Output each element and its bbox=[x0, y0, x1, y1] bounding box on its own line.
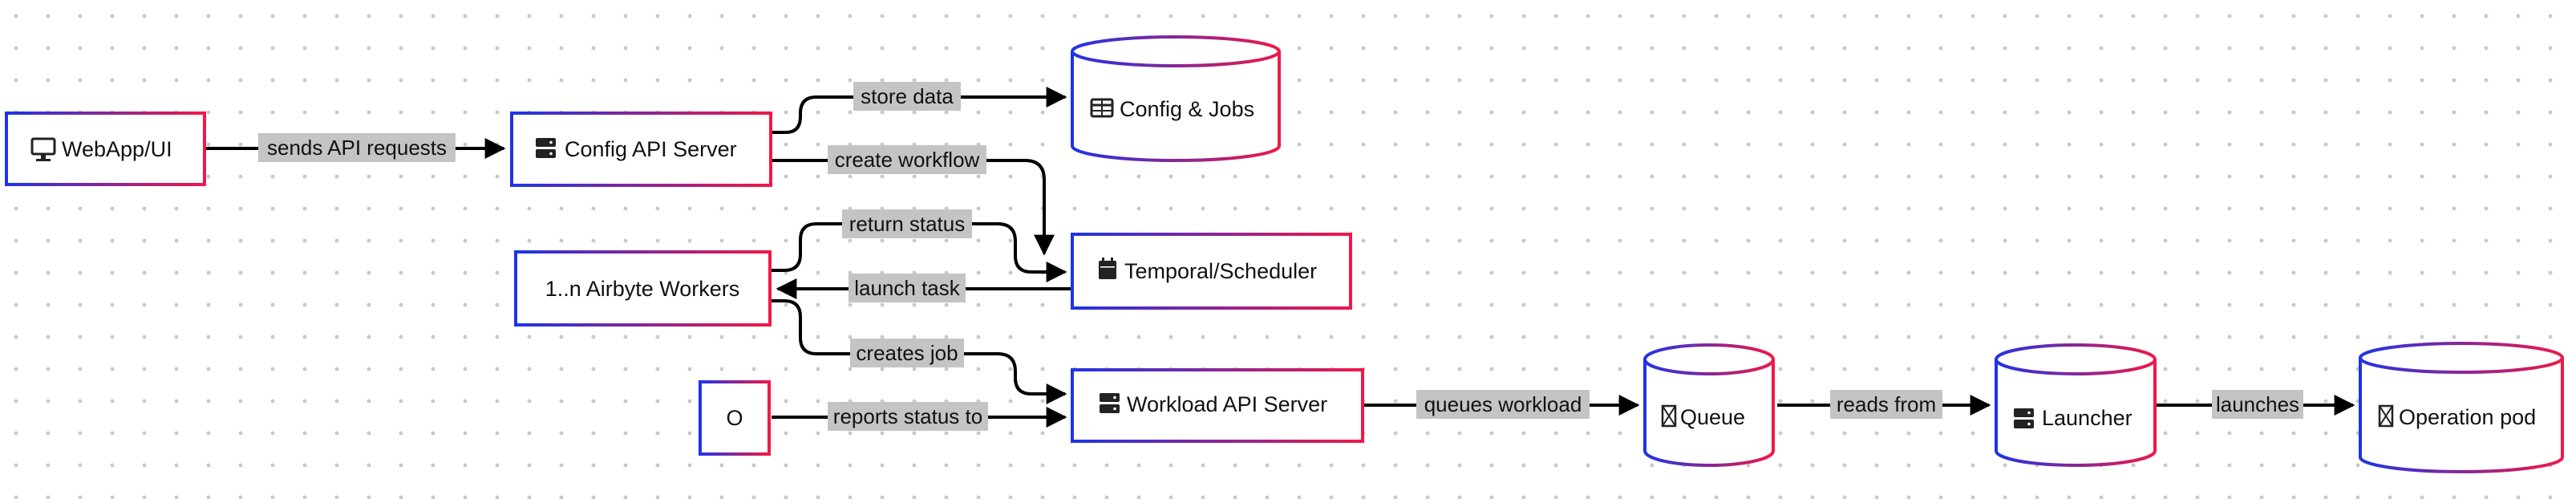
table-icon bbox=[1090, 98, 1114, 118]
edge-label: store data bbox=[861, 84, 954, 108]
edges: sends API requests store data create wor… bbox=[205, 82, 2355, 431]
node-launcher[interactable]: Launcher bbox=[1995, 343, 2157, 467]
node-label: Launcher bbox=[2042, 406, 2132, 430]
edge-label-background bbox=[828, 402, 988, 431]
missing-glyph-icon bbox=[2378, 404, 2394, 428]
node-label: O bbox=[726, 406, 743, 430]
edge-launches: launches bbox=[2156, 390, 2355, 419]
node-label: Config API Server bbox=[565, 137, 737, 161]
cylinder-body bbox=[1995, 359, 2157, 467]
nodes: WebApp/UI Config API Server Config bbox=[5, 35, 2564, 473]
edge-label: return status bbox=[849, 212, 966, 236]
edge-label-background bbox=[2212, 390, 2303, 419]
node-label: 1..n Airbyte Workers bbox=[545, 277, 740, 301]
node-box bbox=[5, 112, 206, 186]
edge-queues-workload: queues workload bbox=[1363, 390, 1640, 419]
node-label: Queue bbox=[1680, 405, 1745, 429]
cylinder-top bbox=[1643, 343, 1775, 375]
edge-line bbox=[772, 159, 1055, 256]
edge-sends-api-requests: sends API requests bbox=[205, 133, 506, 162]
edge-return-status: return status bbox=[772, 209, 1067, 282]
node-airbyte-workers[interactable]: 1..n Airbyte Workers bbox=[514, 250, 772, 327]
edge-label: launches bbox=[2216, 392, 2299, 416]
node-label: Temporal/Scheduler bbox=[1124, 259, 1317, 283]
node-temporal-scheduler[interactable]: Temporal/Scheduler bbox=[1071, 233, 1352, 310]
node-o[interactable]: O bbox=[699, 380, 771, 456]
edge-create-workflow: create workflow bbox=[772, 145, 1055, 256]
edge-label-background bbox=[849, 274, 966, 302]
cylinder-top bbox=[2359, 342, 2564, 374]
edge-label: queues workload bbox=[1424, 392, 1582, 416]
node-box bbox=[1071, 233, 1352, 310]
server-icon bbox=[536, 138, 556, 158]
server-icon bbox=[1100, 393, 1120, 413]
edge-label: creates job bbox=[856, 341, 958, 365]
node-queue[interactable]: Queue bbox=[1643, 343, 1775, 467]
node-workload-api-server[interactable]: Workload API Server bbox=[1071, 368, 1364, 443]
edge-store-data: store data bbox=[772, 82, 1067, 134]
edge-label-background bbox=[842, 209, 972, 238]
node-box bbox=[510, 112, 772, 187]
cylinder-body bbox=[1071, 51, 1281, 162]
edge-line bbox=[772, 87, 1067, 134]
node-box bbox=[699, 380, 771, 456]
edge-label: create workflow bbox=[835, 148, 980, 172]
node-webapp[interactable]: WebApp/UI bbox=[5, 112, 206, 186]
node-label: WebApp/UI bbox=[62, 137, 172, 161]
edge-creates-job: creates job bbox=[772, 299, 1067, 404]
node-operation-pod[interactable]: Operation pod bbox=[2359, 342, 2564, 473]
edge-label-background bbox=[828, 145, 986, 174]
edge-label: launch task bbox=[854, 276, 961, 300]
node-label: Config & Jobs bbox=[1120, 97, 1254, 121]
edge-reports-status-to: reports status to bbox=[772, 402, 1067, 431]
edge-launch-task: launch task bbox=[776, 274, 1071, 302]
edge-label-background bbox=[853, 82, 961, 111]
edge-label-background bbox=[258, 133, 456, 162]
calendar-icon bbox=[1099, 258, 1116, 279]
node-box bbox=[1071, 368, 1364, 443]
edge-label-background bbox=[1416, 390, 1590, 419]
edge-label-background bbox=[1830, 390, 1942, 419]
edge-label: reads from bbox=[1837, 392, 1936, 416]
edge-label: sends API requests bbox=[267, 136, 447, 160]
node-config-jobs[interactable]: Config & Jobs bbox=[1071, 35, 1281, 162]
edge-label-background bbox=[850, 339, 964, 367]
server-icon bbox=[2014, 408, 2034, 428]
node-box bbox=[514, 250, 772, 327]
cylinder-top bbox=[1071, 35, 1281, 67]
missing-glyph-icon bbox=[1661, 404, 1677, 428]
cylinder-body bbox=[2359, 358, 2564, 473]
node-label: Operation pod bbox=[2399, 405, 2536, 429]
node-label: Workload API Server bbox=[1127, 392, 1327, 416]
monitor-icon bbox=[30, 137, 56, 161]
edge-reads-from: reads from bbox=[1777, 390, 1991, 419]
cylinder-top bbox=[1995, 343, 2157, 375]
node-config-api-server[interactable]: Config API Server bbox=[510, 112, 772, 187]
edge-label: reports status to bbox=[833, 404, 982, 428]
cylinder-body bbox=[1643, 359, 1775, 467]
